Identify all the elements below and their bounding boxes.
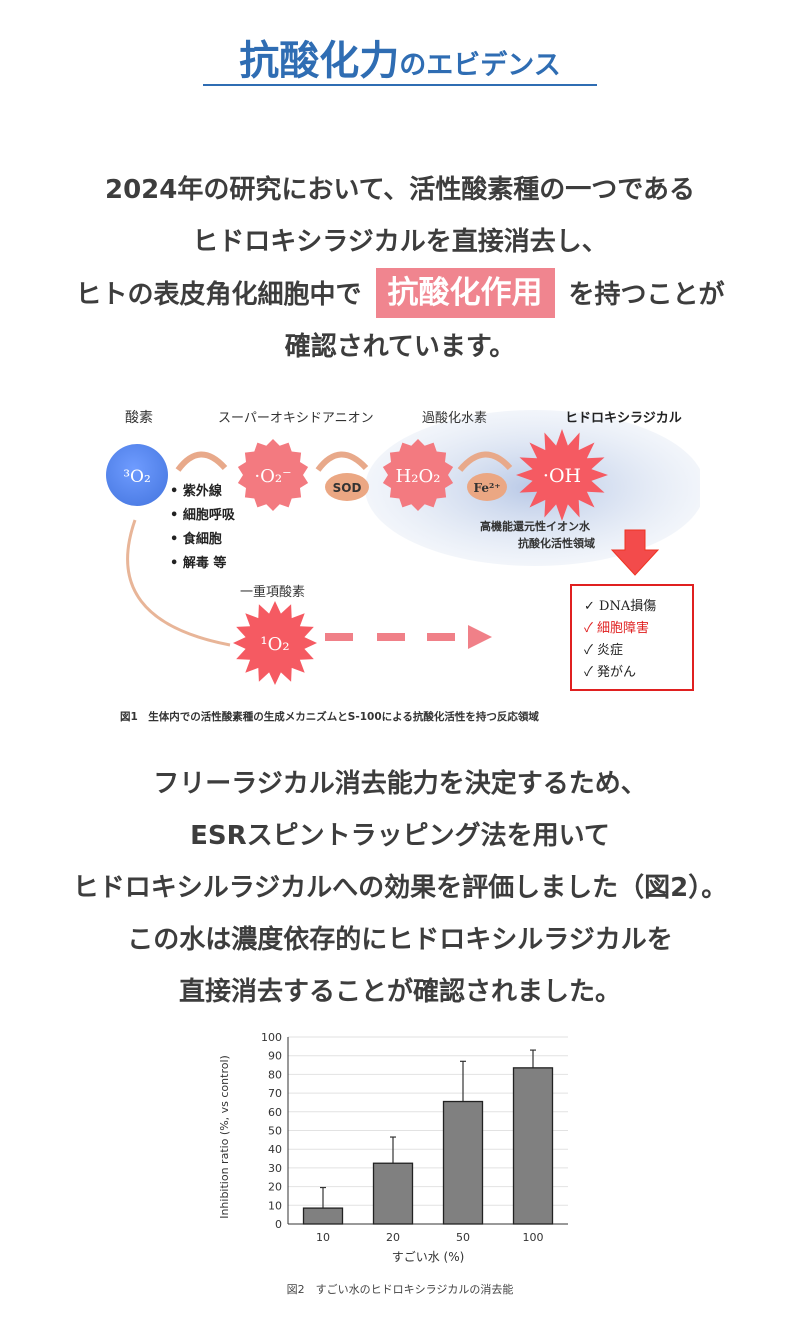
figure2-caption: 図2 すごい水のヒドロキシラジカルの消去能 <box>287 1282 514 1296</box>
y-tick-label: 60 <box>268 1106 282 1119</box>
y-tick-label: 50 <box>268 1125 282 1138</box>
figure1-caption: 図1 生体内での活性酸素種の生成メカニズムとS-100による抗酸化活性を持つ反応… <box>120 710 539 723</box>
hydroxyl-text: ·OH <box>543 465 581 487</box>
bar-10 <box>302 1207 344 1225</box>
y-tick-label: 90 <box>268 1050 282 1063</box>
highlight-badge: 抗酸化作用 <box>375 268 555 318</box>
title-main: 抗酸化力 <box>239 38 400 84</box>
intro-line: ヒトの表皮角化細胞中で抗酸化作用を持つことが <box>0 268 800 321</box>
label-hydroxyl: ヒドロキシラジカル <box>565 411 682 426</box>
radical-star <box>516 429 608 521</box>
effect-item: ✓ 細胞障害 <box>584 620 649 636</box>
arrow-icon <box>315 451 369 472</box>
y-tick-label: 40 <box>268 1143 282 1156</box>
radical-star <box>382 439 454 511</box>
intro-text: 2024年の研究において、活性酸素種の一つである ヒドロキシラジカルを直接消去し… <box>0 164 800 373</box>
radical-star <box>233 601 317 685</box>
sod-text: SOD <box>333 481 362 495</box>
region-label: 高機能還元性イオン水 <box>480 519 591 533</box>
effect-item: ✓ 発がん <box>584 665 636 680</box>
body-line: ヒドロキシルラジカルへの効果を評価しました（図2）。 <box>72 873 728 903</box>
cause-item: • 紫外線 <box>170 483 223 499</box>
bar-50 <box>442 1100 484 1225</box>
label-superoxide: スーパーオキシドアニオン <box>218 411 374 426</box>
x-axis-label: すごい水 (%) <box>392 1249 465 1264</box>
effect-item: ✓ DNA損傷 <box>584 599 656 614</box>
effects-box <box>570 584 694 691</box>
sod-badge <box>325 473 369 501</box>
cause-item: • 解毒 等 <box>170 555 226 571</box>
label-singlet: 一重項酸素 <box>240 584 305 600</box>
x-tick-label: 10 <box>316 1231 330 1244</box>
y-tick-label: 10 <box>268 1199 282 1212</box>
section-title: 抗酸化力のエビデンス <box>0 28 800 86</box>
bar-100 <box>512 1067 554 1225</box>
y-tick-label: 0 <box>275 1218 282 1231</box>
effect-item: ✓ 炎症 <box>584 643 623 658</box>
body-text: フリーラジカル消去能力を決定するため、 ESRスピントラッピング法を用いて ヒド… <box>0 758 800 1018</box>
y-tick-label: 100 <box>261 1031 282 1044</box>
title-underline <box>203 84 597 86</box>
x-tick-label: 50 <box>456 1231 470 1244</box>
label-h2o2: 過酸化水素 <box>422 411 487 426</box>
figure1-diagram: 酸素 スーパーオキシドアニオン 過酸化水素 ヒドロキシラジカル ³O₂ ·O₂⁻… <box>106 410 700 723</box>
arrow-icon <box>175 451 228 472</box>
region-label: 抗酸化活性領域 <box>518 536 595 550</box>
cause-item: • 食細胞 <box>170 531 222 547</box>
intro-line: ヒドロキシラジカルを直接消去し、 <box>192 227 608 257</box>
x-tick-label: 20 <box>386 1231 400 1244</box>
arrow-icon <box>457 451 513 472</box>
intro-line: 確認されています。 <box>284 332 516 362</box>
y-tick-label: 70 <box>268 1087 282 1100</box>
h2o2-text: H₂O₂ <box>396 466 441 487</box>
body-line: 直接消去することが確認されました。 <box>178 977 621 1007</box>
down-arrow-icon <box>610 529 660 576</box>
figure2-chart: 0 10 20 30 40 50 60 70 80 90 100 10 20 50 100 Inhibiti… <box>218 1031 568 1296</box>
o2-circle <box>106 444 168 506</box>
body-line: ESRスピントラッピング法を用いて <box>190 821 610 851</box>
bar-20 <box>372 1162 414 1225</box>
y-tick-label: 80 <box>268 1068 282 1081</box>
body-line: フリーラジカル消去能力を決定するため、 <box>153 769 647 799</box>
y-tick-label: 20 <box>268 1181 282 1194</box>
dashed-arrow-icon <box>325 625 492 649</box>
cause-item: • 細胞呼吸 <box>170 507 236 523</box>
radical-star <box>237 439 309 511</box>
label-oxygen: 酸素 <box>125 410 153 426</box>
fe-text: Fe²⁺ <box>473 481 500 495</box>
o2-text: ³O₂ <box>123 467 151 487</box>
superoxide-text: ·O₂⁻ <box>254 466 291 487</box>
fe-badge <box>467 473 507 501</box>
curved-arrow-icon <box>126 519 231 647</box>
singlet-text: ¹O₂ <box>260 634 289 655</box>
y-axis-label: Inhibition ratio (%, vs control) <box>218 1055 231 1219</box>
intro-text-part: ヒトの表皮角化細胞中で <box>75 280 362 310</box>
title-sub: のエビデンス <box>399 50 561 81</box>
y-tick-label: 30 <box>268 1162 282 1175</box>
radical-stars <box>233 429 608 685</box>
x-tick-label: 100 <box>523 1231 544 1244</box>
body-line: この水は濃度依存的にヒドロキシルラジカルを <box>127 925 673 955</box>
intro-line: 2024年の研究において、活性酸素種の一つである <box>104 175 696 205</box>
intro-text-part: を持つことが <box>568 280 725 310</box>
